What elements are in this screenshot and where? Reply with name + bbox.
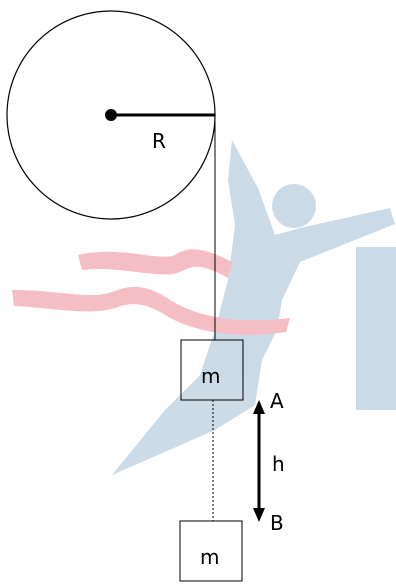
lower-mass-block xyxy=(179,520,243,582)
point-b-label: B xyxy=(270,511,284,535)
watermark-ribbon-upper xyxy=(78,249,232,278)
height-arrow-up-head xyxy=(253,400,265,414)
watermark-logo xyxy=(12,140,396,475)
upper-mass-label: m xyxy=(201,364,220,388)
height-label: h xyxy=(272,452,285,476)
watermark-figure-head xyxy=(272,184,316,228)
watermark-letter-bar xyxy=(356,247,396,410)
upper-mass-block xyxy=(180,339,244,401)
lower-mass-label: m xyxy=(200,545,219,569)
height-arrow-down-head xyxy=(253,508,265,522)
radius-label: R xyxy=(152,129,166,153)
watermark-figure-body xyxy=(112,140,395,475)
pulley-axle xyxy=(105,109,117,121)
watermark-ribbon-lower xyxy=(12,286,290,335)
point-a-label: A xyxy=(270,389,284,413)
